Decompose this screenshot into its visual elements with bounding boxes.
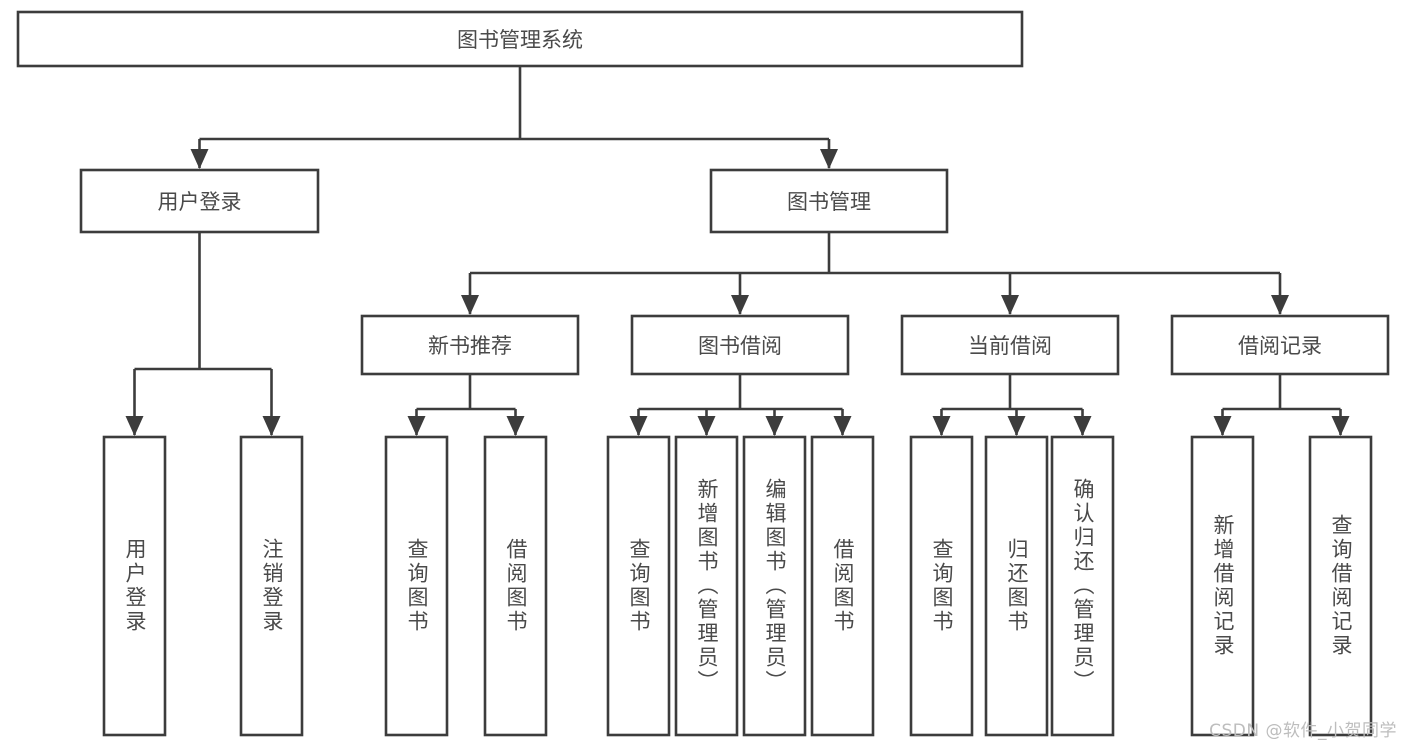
node-label-book-borrow: 图书借阅 — [698, 334, 782, 358]
node-box-leaf-borrow-book-2[interactable] — [810, 435, 875, 737]
arrow-head-icon — [407, 416, 426, 436]
node-box-current-borrow[interactable] — [900, 314, 1120, 376]
node-box-user-login[interactable] — [79, 168, 320, 234]
arrow-head-icon — [1213, 416, 1232, 436]
node-label-borrow-record: 借阅记录 — [1238, 334, 1322, 358]
node-box-new-book-recommend[interactable] — [360, 314, 580, 376]
arrow-head-icon — [765, 416, 784, 436]
arrow-head-icon — [190, 149, 209, 169]
arrow-head-icon — [629, 416, 648, 436]
boxes-layer — [16, 10, 1390, 737]
node-box-leaf-add-book[interactable] — [674, 435, 739, 737]
arrow-head-icon — [1331, 416, 1350, 436]
arrow-head-icon — [262, 416, 281, 436]
root-label: 图书管理系统 — [457, 28, 583, 52]
arrow-head-icon — [833, 416, 852, 436]
node-box-leaf-edit-book[interactable] — [742, 435, 807, 737]
arrow-head-icon — [506, 416, 525, 436]
arrow-head-icon — [1271, 295, 1289, 315]
arrow-head-icon — [1073, 416, 1092, 436]
node-box-leaf-add-record[interactable] — [1190, 435, 1255, 737]
arrow-head-icon — [461, 295, 479, 315]
node-label-new-book-recommend: 新书推荐 — [428, 334, 512, 358]
connectors-layer — [125, 66, 1350, 436]
node-label-current-borrow: 当前借阅 — [968, 334, 1052, 358]
arrow-head-icon — [1001, 295, 1019, 315]
node-box-root[interactable] — [16, 10, 1024, 68]
node-box-leaf-confirm-return[interactable] — [1050, 435, 1115, 737]
node-box-book-manage[interactable] — [709, 168, 949, 234]
arrow-head-icon — [731, 295, 749, 315]
node-label-book-manage: 图书管理 — [787, 190, 871, 214]
arrow-head-icon — [820, 149, 838, 169]
node-box-leaf-query-record[interactable] — [1308, 435, 1373, 737]
watermark-text: CSDN @软件_小贺同学 — [1209, 721, 1397, 741]
arrow-head-icon — [932, 416, 951, 436]
node-box-book-borrow[interactable] — [630, 314, 850, 376]
node-box-leaf-query-book-1[interactable] — [384, 435, 449, 737]
node-box-leaf-query-book-3[interactable] — [909, 435, 974, 737]
node-box-leaf-user-login[interactable] — [102, 435, 167, 737]
node-label-user-login: 用户登录 — [158, 190, 242, 214]
node-box-borrow-record[interactable] — [1170, 314, 1390, 376]
arrow-head-icon — [697, 416, 716, 436]
arrow-head-icon — [125, 416, 144, 436]
arrow-head-icon — [1007, 416, 1026, 436]
node-box-leaf-borrow-book-1[interactable] — [483, 435, 548, 737]
node-box-leaf-return-book[interactable] — [984, 435, 1049, 737]
node-box-leaf-logout[interactable] — [239, 435, 304, 737]
node-box-leaf-query-book-2[interactable] — [606, 435, 671, 737]
